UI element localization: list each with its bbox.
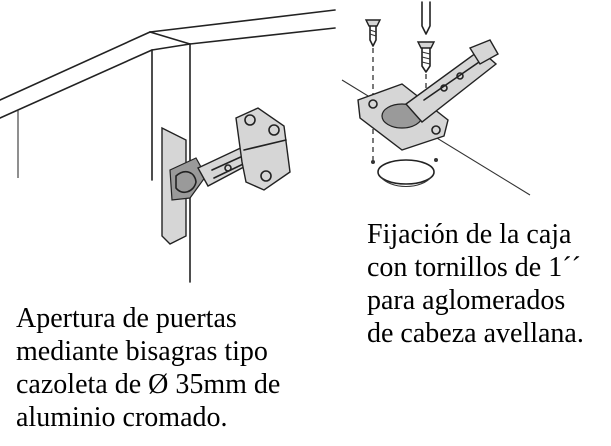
- screw-icon: [416, 41, 436, 73]
- caption-hinge-opening: Apertura de puertas mediante bisagras ti…: [16, 303, 281, 433]
- caption-screw-fixing: Fijación de la caja con tornillos de 1´´…: [367, 219, 584, 349]
- screw-hole-mark: [371, 160, 375, 164]
- screw-fixing-illustration: [340, 0, 611, 205]
- hinge-flange: [357, 83, 449, 151]
- cup-hole: [377, 159, 435, 187]
- screw-fixing-drawing: [341, 1, 531, 196]
- screwdriver-icon: [421, 1, 431, 35]
- screw-hole-mark: [434, 158, 438, 162]
- mounting-plate: [235, 107, 291, 191]
- cabinet-hinge-drawing: [0, 9, 336, 283]
- cabinet-hinge-illustration: [0, 0, 340, 285]
- cabinet-top-panel: [0, 9, 336, 119]
- hinge-arm: [404, 39, 499, 123]
- screw-icon: [364, 19, 382, 47]
- hinge-cup: [161, 126, 207, 245]
